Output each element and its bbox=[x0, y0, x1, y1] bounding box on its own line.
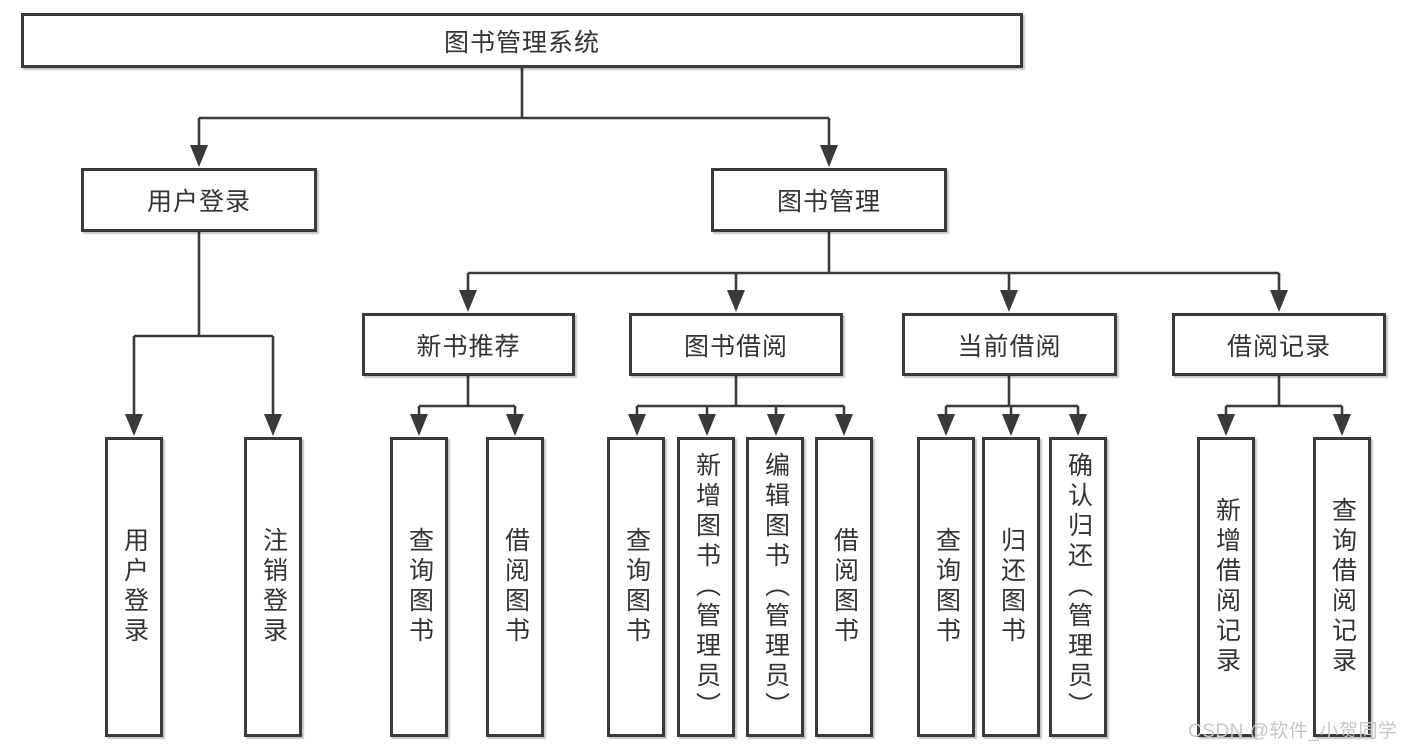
node-add-books-admin: 新增图书（管理员） bbox=[677, 437, 735, 737]
node-label: 查询图书 bbox=[932, 527, 961, 647]
node-label: 图书管理系统 bbox=[443, 28, 600, 57]
node-label: 用户登录 bbox=[120, 527, 149, 647]
node-label: 查询图书 bbox=[405, 527, 434, 647]
node-label: 编辑图书（管理员） bbox=[761, 452, 790, 722]
node-library-management-system: 图书管理系统 bbox=[21, 13, 1023, 68]
node-label: 借阅图书 bbox=[830, 527, 859, 647]
csdn-watermark: CSDN @软件_小贺同学 bbox=[1188, 721, 1398, 742]
node-user-login-leaf: 用户登录 bbox=[105, 437, 163, 737]
node-label: 图书管理 bbox=[776, 188, 881, 216]
arrowhead-icons bbox=[125, 145, 1351, 436]
node-label: 新增借阅记录 bbox=[1212, 497, 1241, 677]
node-query-books-current: 查询图书 bbox=[917, 437, 975, 737]
node-new-book-recommendation: 新书推荐 bbox=[362, 313, 575, 376]
node-label: 查询图书 bbox=[622, 527, 651, 647]
node-edit-books-admin: 编辑图书（管理员） bbox=[746, 437, 804, 737]
node-query-borrow-record: 查询借阅记录 bbox=[1313, 437, 1371, 737]
node-logout-leaf: 注销登录 bbox=[244, 437, 302, 737]
node-book-management: 图书管理 bbox=[711, 168, 947, 232]
node-current-borrowing: 当前借阅 bbox=[902, 313, 1117, 376]
node-label: 新增图书（管理员） bbox=[692, 452, 721, 722]
node-label: 当前借阅 bbox=[957, 332, 1062, 361]
node-add-borrow-record: 新增借阅记录 bbox=[1197, 437, 1255, 737]
node-query-books-recommend: 查询图书 bbox=[390, 437, 448, 737]
node-borrow-books-recommend: 借阅图书 bbox=[486, 437, 544, 737]
node-label: 图书借阅 bbox=[683, 332, 788, 361]
node-confirm-return-admin: 确认归还（管理员） bbox=[1049, 437, 1107, 737]
node-label: 归还图书 bbox=[997, 527, 1026, 647]
node-label: 新书推荐 bbox=[416, 332, 521, 361]
node-label: 借阅记录 bbox=[1226, 332, 1331, 361]
node-borrowing-records: 借阅记录 bbox=[1172, 313, 1386, 376]
node-label: 注销登录 bbox=[259, 527, 288, 647]
node-label: 借阅图书 bbox=[501, 527, 530, 647]
node-label: 确认归还（管理员） bbox=[1064, 452, 1093, 722]
node-label: 查询借阅记录 bbox=[1328, 497, 1357, 677]
node-return-books: 归还图书 bbox=[982, 437, 1040, 737]
node-book-borrowing: 图书借阅 bbox=[629, 313, 843, 376]
node-user-login: 用户登录 bbox=[81, 168, 317, 232]
node-query-books-borrowing: 查询图书 bbox=[607, 437, 665, 737]
node-borrow-books-borrowing: 借阅图书 bbox=[815, 437, 873, 737]
node-label: 用户登录 bbox=[146, 188, 251, 216]
